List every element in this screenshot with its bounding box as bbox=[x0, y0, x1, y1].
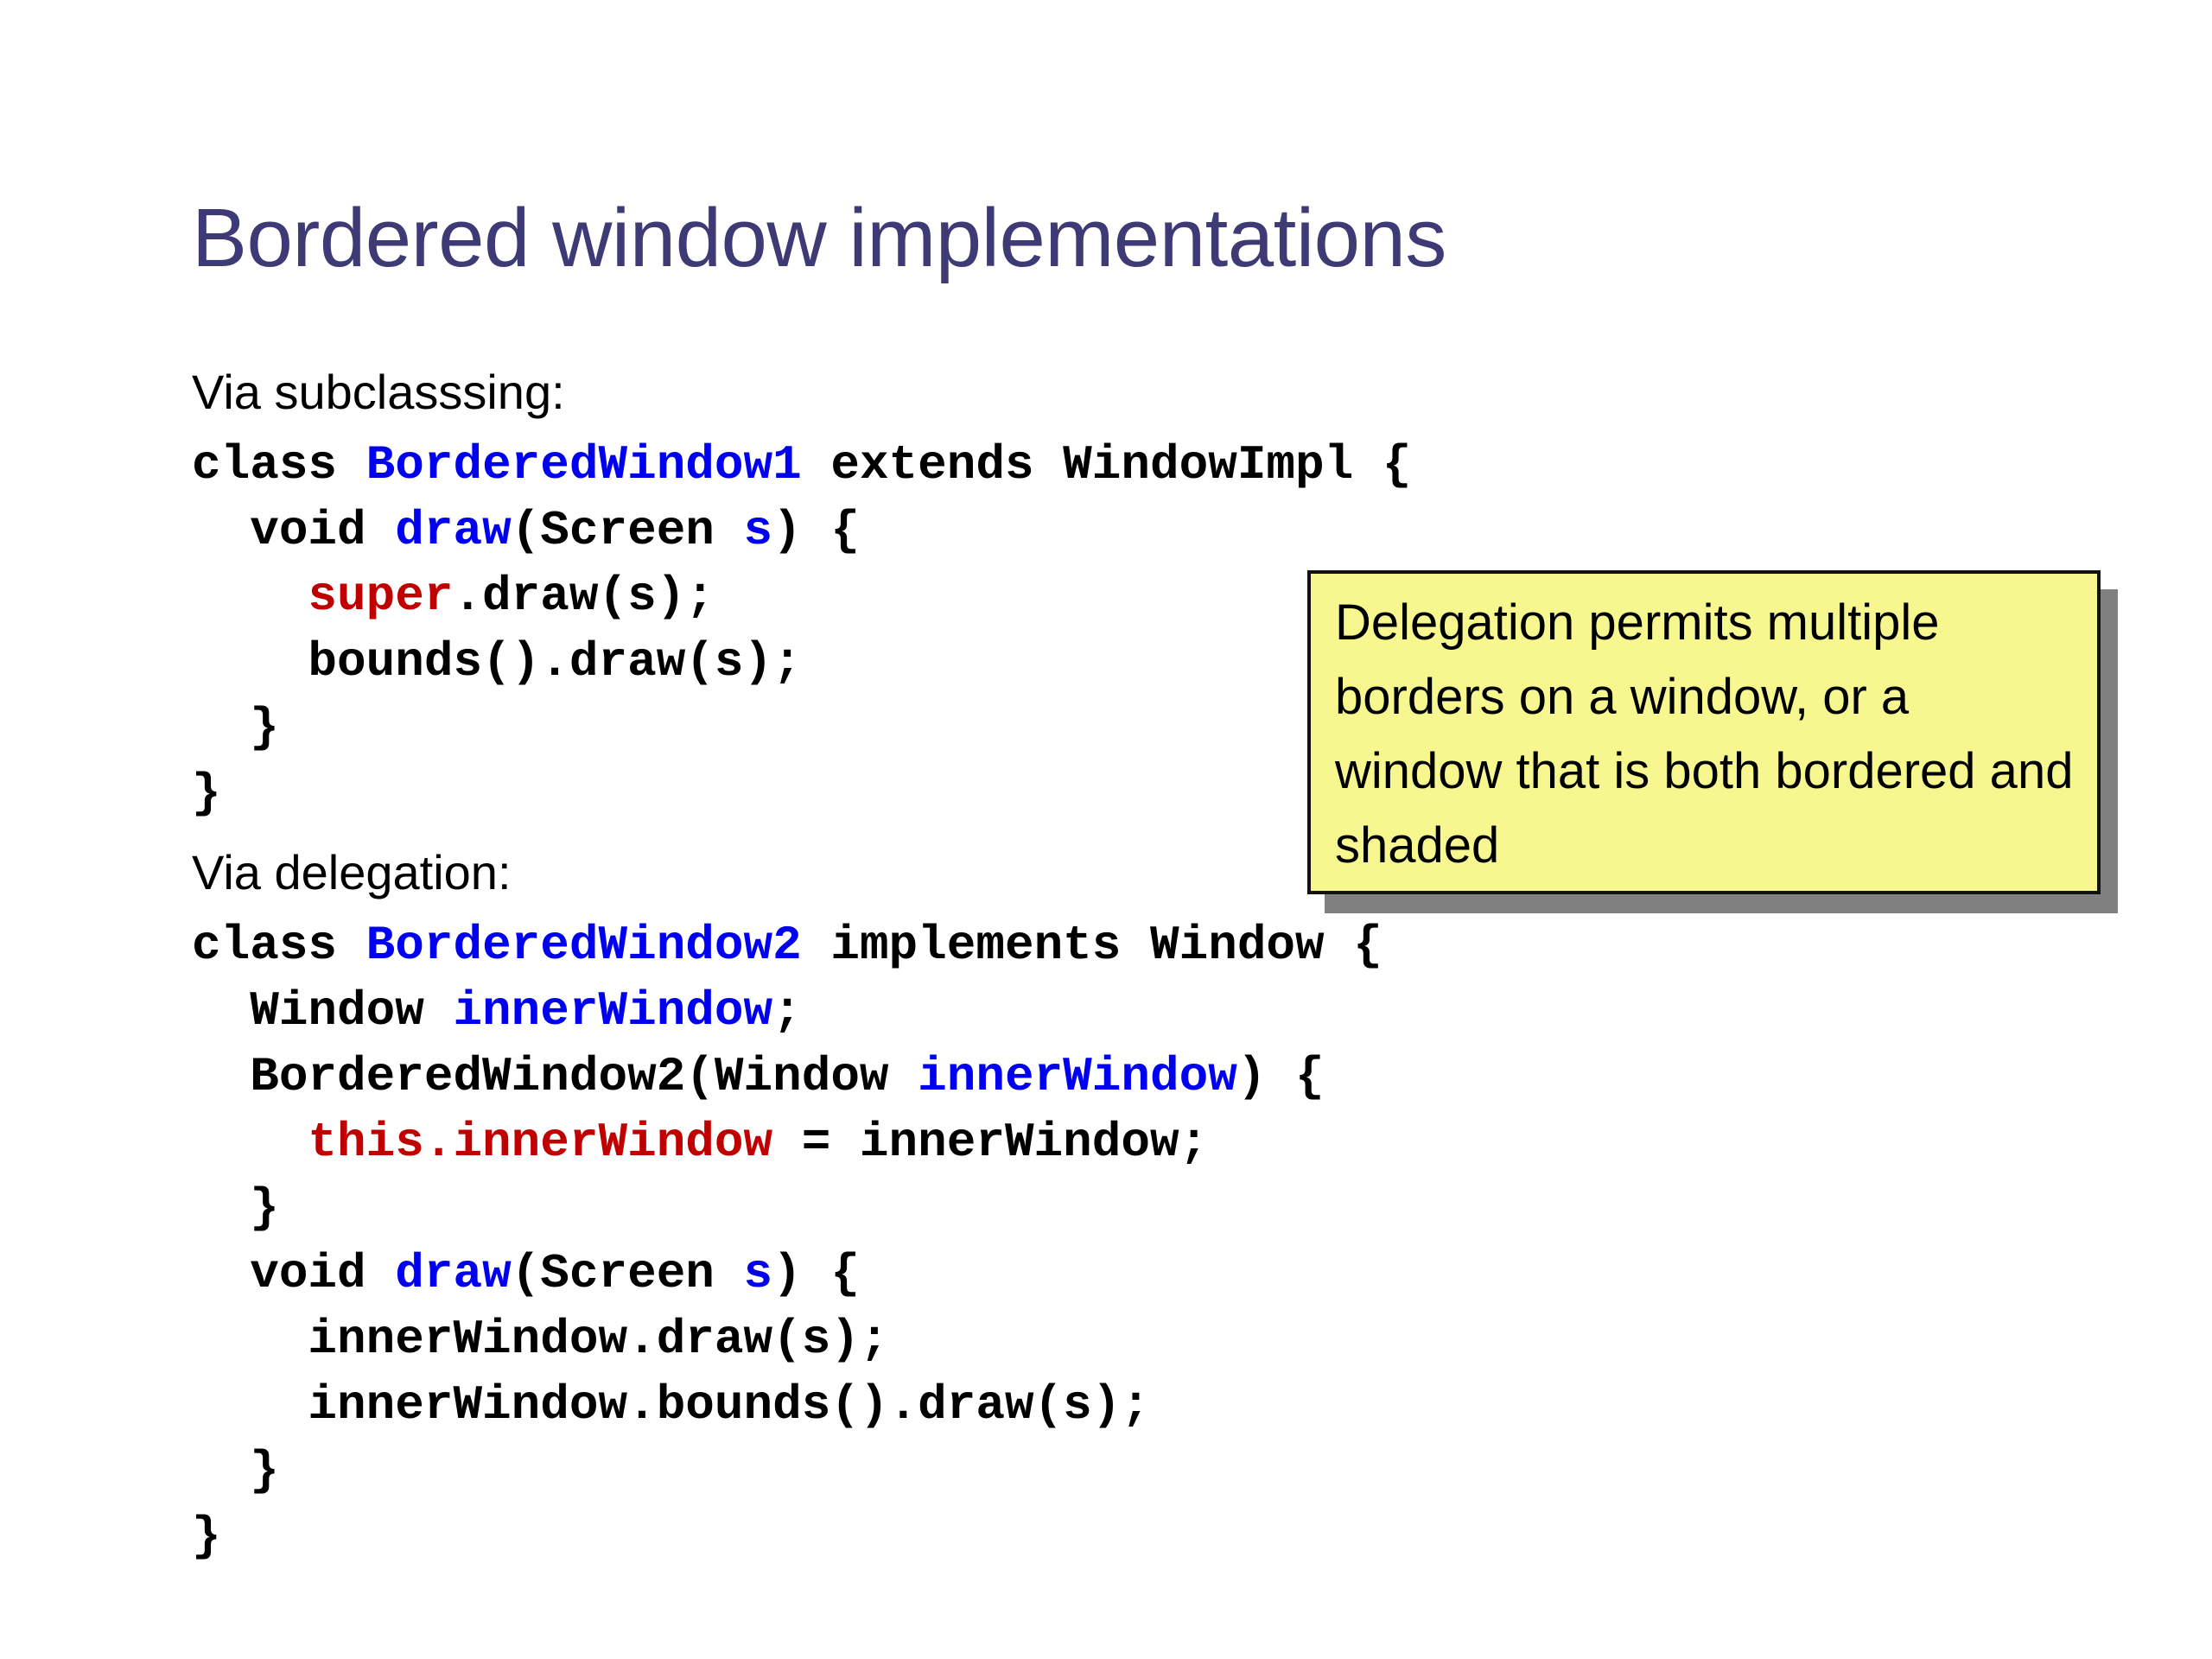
code-token-blue: draw bbox=[395, 503, 512, 558]
code-token-red: super bbox=[308, 569, 454, 624]
code-token-blue: innerWindow bbox=[918, 1049, 1237, 1104]
code-token-black: BorderedWindow2(Window bbox=[192, 1049, 918, 1104]
code-token-blue: BorderedWindow2 bbox=[365, 918, 802, 973]
section-lead-1: Via subclasssing: bbox=[192, 365, 565, 419]
code-token-black: } bbox=[192, 1509, 221, 1564]
callout-note: Delegation permits multiple borders on a… bbox=[1307, 570, 2118, 913]
code-token-black: Window bbox=[192, 983, 454, 1039]
code-line: void draw(Screen s) { bbox=[192, 1241, 2075, 1306]
code-token-black: } bbox=[192, 1443, 279, 1498]
code-token-black: innerWindow.bounds().draw(s); bbox=[192, 1377, 1150, 1433]
code-line: this.innerWindow = innerWindow; bbox=[192, 1109, 2075, 1175]
code-token-black: ) { bbox=[1236, 1049, 1325, 1104]
code-token-black: (Screen bbox=[511, 1246, 744, 1301]
section-lead-2: Via delegation: bbox=[192, 845, 512, 899]
code-token-black: (Screen bbox=[511, 503, 744, 558]
code-line: } bbox=[192, 695, 2075, 760]
code-token-black: class bbox=[192, 918, 366, 973]
code-token-blue: BorderedWindow1 bbox=[365, 437, 802, 493]
code-token-black bbox=[192, 569, 308, 624]
code-token-black: } bbox=[192, 700, 279, 755]
code-token-black: void bbox=[192, 503, 396, 558]
code-token-black: innerWindow.draw(s); bbox=[192, 1312, 889, 1367]
code-line: class BorderedWindow1 extends WindowImpl… bbox=[192, 432, 2075, 498]
code-line: Window innerWindow; bbox=[192, 978, 2075, 1044]
code-block-1: class BorderedWindow1 extends WindowImpl… bbox=[192, 432, 2075, 826]
code-block-2: class BorderedWindow2 implements Window … bbox=[192, 912, 2075, 1569]
code-token-black: bounds().draw(s); bbox=[192, 634, 802, 690]
code-token-black: implements Window { bbox=[801, 918, 1382, 973]
code-token-black: ) { bbox=[772, 1246, 860, 1301]
code-line: innerWindow.draw(s); bbox=[192, 1306, 2075, 1372]
code-line: bounds().draw(s); bbox=[192, 629, 2075, 695]
slide-body: Via subclasssing: class BorderedWindow1 e… bbox=[192, 361, 2075, 1569]
code-token-black: class bbox=[192, 437, 366, 493]
code-line: } bbox=[192, 1175, 2075, 1241]
code-line: } bbox=[192, 1438, 2075, 1503]
code-token-blue: innerWindow bbox=[453, 983, 773, 1039]
code-token-black: = innerWindow; bbox=[772, 1115, 1209, 1170]
code-token-blue: s bbox=[743, 503, 773, 558]
code-token-blue: draw bbox=[395, 1246, 512, 1301]
code-token-black bbox=[192, 1115, 308, 1170]
code-line: class BorderedWindow2 implements Window … bbox=[192, 912, 2075, 978]
page-title: Bordered window implementations bbox=[192, 192, 1446, 285]
code-line: void draw(Screen s) { bbox=[192, 498, 2075, 563]
code-token-blue: s bbox=[743, 1246, 773, 1301]
code-line: } bbox=[192, 760, 2075, 826]
code-token-red: this.innerWindow bbox=[308, 1115, 773, 1170]
callout-box: Delegation permits multiple borders on a… bbox=[1307, 570, 2101, 894]
code-token-black: } bbox=[192, 766, 221, 821]
code-line: super.draw(s); bbox=[192, 563, 2075, 629]
code-token-black: void bbox=[192, 1246, 396, 1301]
code-token-black: ; bbox=[772, 983, 802, 1039]
code-token-black: extends WindowImpl { bbox=[801, 437, 1412, 493]
code-line: innerWindow.bounds().draw(s); bbox=[192, 1372, 2075, 1438]
code-line: BorderedWindow2(Window innerWindow) { bbox=[192, 1044, 2075, 1109]
code-token-black: ) { bbox=[772, 503, 860, 558]
callout-text: Delegation permits multiple borders on a… bbox=[1335, 594, 2074, 874]
code-line: } bbox=[192, 1503, 2075, 1569]
code-token-black: .draw(s); bbox=[453, 569, 715, 624]
code-token-black: } bbox=[192, 1180, 279, 1236]
